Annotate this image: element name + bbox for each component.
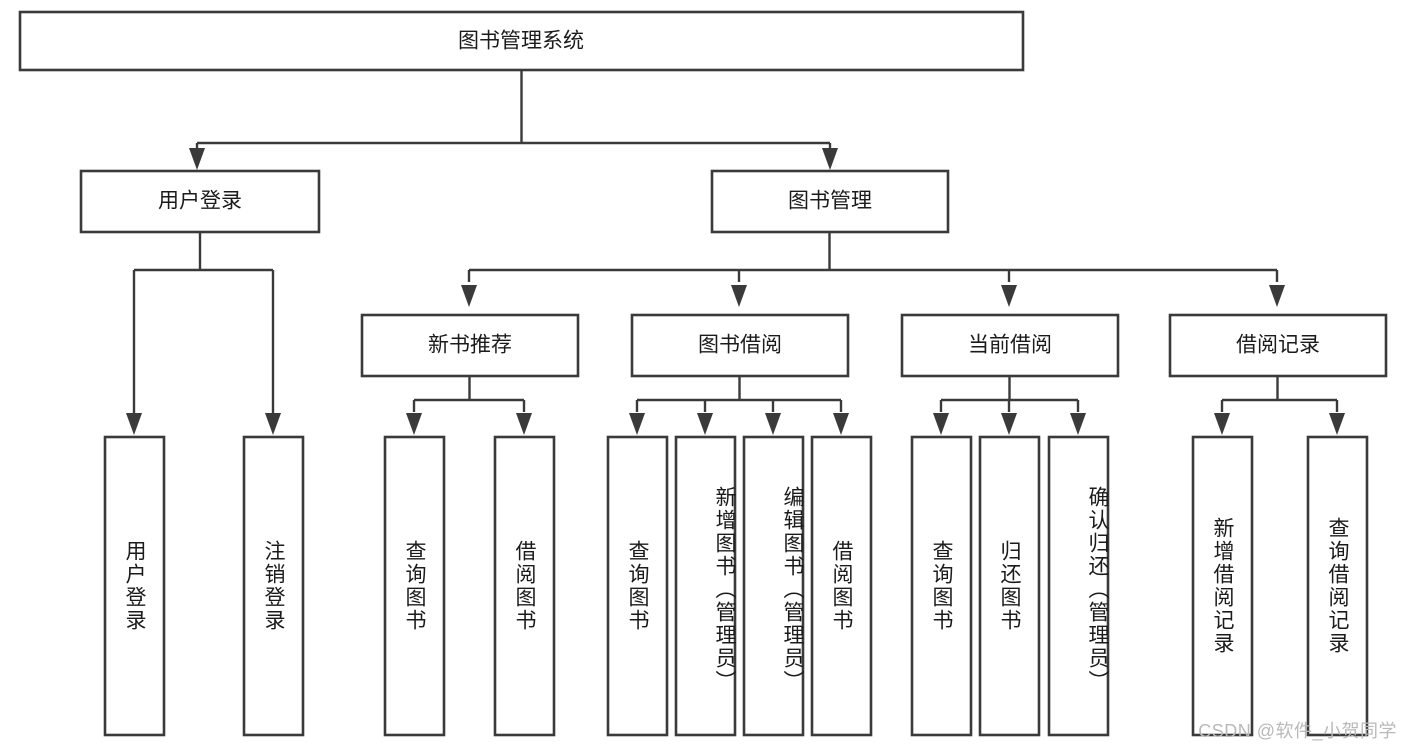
connector-group-bookborrow-to-leaves bbox=[635, 376, 843, 412]
node-new-book-recommend-label: 新书推荐 bbox=[428, 334, 512, 357]
leafbox-borrow-book-b[interactable] bbox=[810, 435, 873, 737]
leafbox-query-book-b[interactable] bbox=[606, 435, 669, 737]
connector-group-userlogin-to-leaves bbox=[132, 232, 275, 415]
node-user-login[interactable]: 用户登录 bbox=[79, 169, 321, 234]
arrow-to-leaf-edit-book bbox=[765, 413, 781, 435]
arrow-to-leaf-borrow-book-b bbox=[833, 413, 849, 435]
node-root-system[interactable]: 图书管理系统 bbox=[18, 10, 1025, 72]
leafbox-borrow-book-a[interactable] bbox=[493, 435, 556, 737]
leafbox-query-book-c[interactable] bbox=[910, 435, 973, 737]
node-book-borrow[interactable]: 图书借阅 bbox=[630, 313, 850, 378]
leafbox-add-book[interactable] bbox=[674, 435, 737, 737]
connector-group-bookmanage-to-level3 bbox=[467, 232, 1279, 282]
node-book-manage[interactable]: 图书管理 bbox=[710, 169, 950, 234]
connector-group-root-to-level2 bbox=[195, 70, 832, 150]
arrow-to-leaf-logout bbox=[265, 413, 281, 435]
arrow-to-current-borrow bbox=[1001, 285, 1017, 307]
arrow-to-leaf-confirm-return bbox=[1070, 413, 1086, 435]
leafbox-add-record[interactable] bbox=[1191, 435, 1254, 737]
arrow-to-leaf-add-book bbox=[697, 413, 713, 435]
csdn-watermark: CSDN @软件_小贺同学 bbox=[1198, 721, 1397, 741]
arrow-to-leaf-query-book-a bbox=[406, 413, 422, 435]
leafbox-user-login[interactable] bbox=[103, 435, 166, 737]
arrow-to-leaf-query-record bbox=[1329, 413, 1345, 435]
arrow-to-book-borrow bbox=[731, 285, 747, 307]
connector-group-borrowrecord-to-leaves bbox=[1220, 376, 1339, 412]
node-borrow-record[interactable]: 借阅记录 bbox=[1168, 313, 1388, 378]
leafbox-edit-book[interactable] bbox=[742, 435, 805, 737]
arrow-to-user-login bbox=[189, 148, 205, 170]
node-new-book-recommend[interactable]: 新书推荐 bbox=[360, 313, 580, 378]
leafbox-logout[interactable] bbox=[242, 435, 305, 737]
node-book-borrow-label: 图书借阅 bbox=[698, 334, 782, 357]
leafbox-confirm-return[interactable] bbox=[1047, 435, 1110, 737]
node-borrow-record-label: 借阅记录 bbox=[1236, 334, 1320, 357]
arrow-to-leaf-query-book-c bbox=[933, 413, 949, 435]
leafbox-query-record[interactable] bbox=[1306, 435, 1369, 737]
arrow-to-leaf-add-record bbox=[1214, 413, 1230, 435]
connector-group-currentborrow-to-leaves bbox=[939, 376, 1080, 412]
leafbox-query-book-a[interactable] bbox=[383, 435, 446, 737]
node-current-borrow-label: 当前借阅 bbox=[968, 334, 1052, 357]
arrow-to-leaf-query-book-b bbox=[629, 413, 645, 435]
arrow-to-book-manage bbox=[822, 148, 838, 170]
leafbox-return-book[interactable] bbox=[978, 435, 1041, 737]
arrow-to-leaf-return-book bbox=[1001, 413, 1017, 435]
arrow-to-leaf-borrow-book-a bbox=[516, 413, 532, 435]
node-book-manage-label: 图书管理 bbox=[788, 190, 872, 213]
arrow-to-borrow-record bbox=[1269, 285, 1285, 307]
arrow-to-leaf-user-login bbox=[126, 413, 142, 435]
node-user-login-label: 用户登录 bbox=[158, 190, 242, 213]
node-current-borrow[interactable]: 当前借阅 bbox=[900, 313, 1120, 378]
node-root-system-label: 图书管理系统 bbox=[458, 30, 584, 53]
arrow-to-new-book bbox=[461, 285, 477, 307]
connector-group-newbook-to-leaves bbox=[412, 376, 526, 412]
